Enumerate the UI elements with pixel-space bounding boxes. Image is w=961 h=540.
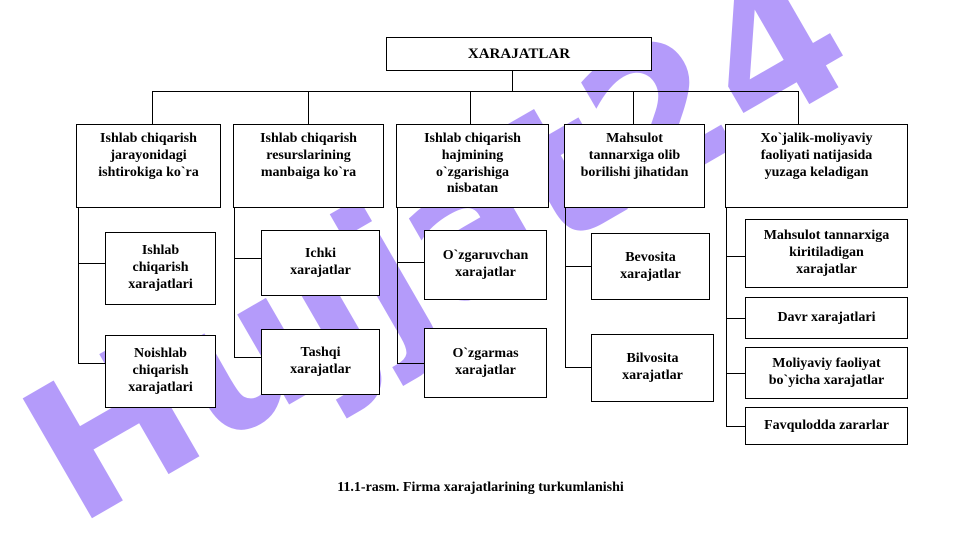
child-node: Ichki xarajatlar bbox=[261, 230, 380, 296]
child-node: Bilvosita xarajatlar bbox=[591, 334, 714, 402]
connector-line bbox=[633, 91, 634, 125]
category-node: Ishlab chiqarish jarayonidagi ishtirokig… bbox=[76, 124, 221, 208]
connector-line bbox=[234, 258, 262, 259]
connector-line bbox=[397, 262, 425, 263]
category-node: Mahsulot tannarxiga olib borilishi jihat… bbox=[564, 124, 705, 208]
child-node: Mahsulot tannarxiga kiritiladigan xaraja… bbox=[745, 219, 908, 288]
category-node-label: Ishlab chiqarish resurslarining manbaiga… bbox=[260, 131, 357, 180]
child-node-label: Moliyaviy faoliyat bo`yicha xarajatlar bbox=[768, 356, 885, 388]
connector-line bbox=[234, 208, 235, 358]
child-node: Bevosita xarajatlar bbox=[591, 233, 710, 300]
child-node-label: Davr xarajatlari bbox=[777, 309, 876, 325]
child-node-label: Mahsulot tannarxiga kiritiladigan xaraja… bbox=[763, 228, 890, 277]
connector-line bbox=[726, 373, 746, 374]
figure-caption: 11.1-rasm. Firma xarajatlarining turkuml… bbox=[337, 480, 624, 495]
child-node: O`zgarmas xarajatlar bbox=[424, 328, 547, 398]
connector-line bbox=[308, 91, 309, 125]
connector-line bbox=[726, 426, 746, 427]
child-node-label: O`zgaruvchan xarajatlar bbox=[442, 248, 529, 280]
connector-line bbox=[512, 70, 513, 92]
connector-line bbox=[152, 91, 799, 92]
child-node: Tashqi xarajatlar bbox=[261, 329, 380, 395]
connector-line bbox=[78, 263, 106, 264]
child-node: Davr xarajatlari bbox=[745, 297, 908, 339]
connector-line bbox=[152, 91, 153, 125]
child-node-label: O`zgarmas xarajatlar bbox=[452, 346, 519, 378]
connector-line bbox=[234, 357, 262, 358]
connector-line bbox=[78, 363, 106, 364]
connector-line bbox=[397, 363, 425, 364]
category-node: Ishlab chiqarish hajmining o`zgarishiga … bbox=[396, 124, 549, 208]
connector-line bbox=[798, 91, 799, 125]
child-node: Ishlab chiqarish xarajatlari bbox=[105, 232, 216, 305]
child-node-label: Bilvosita xarajatlar bbox=[622, 351, 683, 383]
child-node-label: Ishlab chiqarish xarajatlari bbox=[128, 243, 193, 292]
child-node-label: Bevosita xarajatlar bbox=[620, 249, 681, 282]
connector-line bbox=[470, 91, 471, 125]
child-node-label: Noishlab chiqarish xarajatlari bbox=[128, 346, 193, 395]
root-node-label: XARAJATLAR bbox=[467, 46, 571, 62]
category-node-label: Ishlab chiqarish hajmining o`zgarishiga … bbox=[424, 131, 521, 197]
category-node: Xo`jalik-moliyaviy faoliyati natijasida … bbox=[725, 124, 908, 208]
connector-line bbox=[726, 208, 727, 426]
root-node: XARAJATLAR bbox=[386, 37, 652, 71]
connector-line bbox=[565, 367, 592, 368]
category-node-label: Mahsulot tannarxiga olib borilishi jihat… bbox=[580, 131, 689, 180]
child-node-label: Favqulodda zararlar bbox=[764, 417, 889, 433]
category-node-label: Ishlab chiqarish jarayonidagi ishtirokig… bbox=[98, 131, 199, 180]
category-node-label: Xo`jalik-moliyaviy faoliyati natijasida … bbox=[760, 131, 873, 180]
connector-line bbox=[565, 266, 592, 267]
connector-line bbox=[397, 208, 398, 363]
connector-line bbox=[78, 208, 79, 363]
category-node: Ishlab chiqarish resurslarining manbaiga… bbox=[233, 124, 384, 208]
child-node: Noishlab chiqarish xarajatlari bbox=[105, 335, 216, 408]
child-node: Moliyaviy faoliyat bo`yicha xarajatlar bbox=[745, 347, 908, 399]
child-node: O`zgaruvchan xarajatlar bbox=[424, 230, 547, 300]
child-node: Favqulodda zararlar bbox=[745, 407, 908, 445]
connector-line bbox=[565, 208, 566, 368]
connector-line bbox=[726, 318, 746, 319]
child-node-label: Tashqi xarajatlar bbox=[290, 345, 351, 377]
connector-line bbox=[726, 256, 746, 257]
child-node-label: Ichki xarajatlar bbox=[290, 246, 351, 278]
